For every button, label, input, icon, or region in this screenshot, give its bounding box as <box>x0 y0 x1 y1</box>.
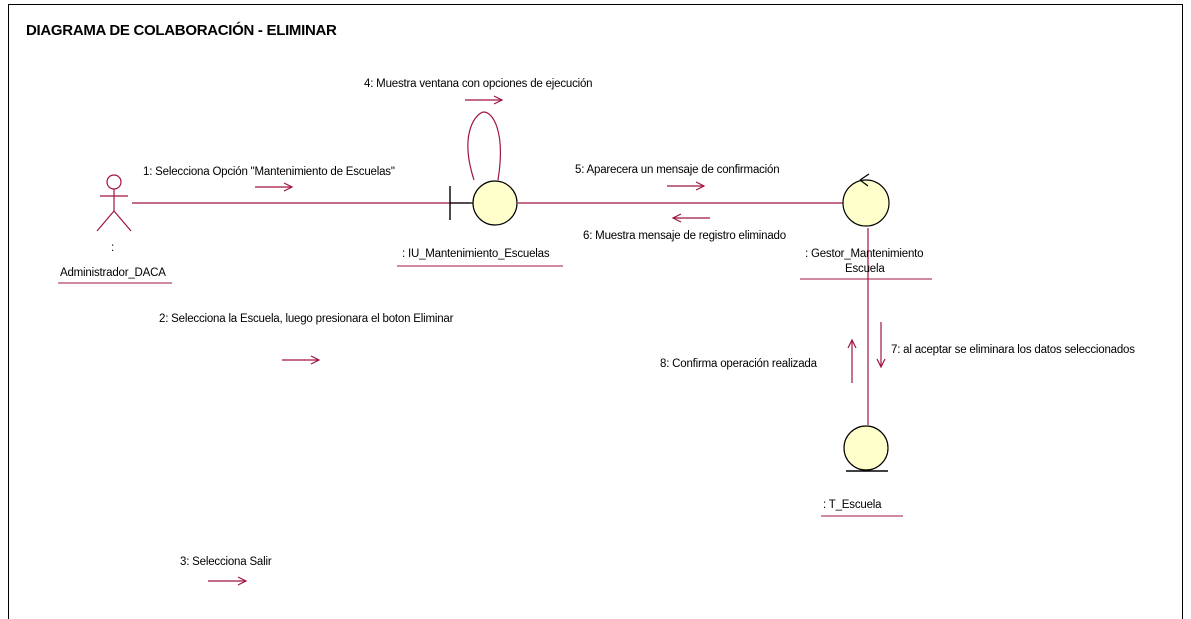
self-link-boundary[interactable] <box>467 111 501 181</box>
message-1-arrow-icon <box>255 182 294 192</box>
control-name-label-line1[interactable]: : Gestor_Mantenimiento <box>805 248 924 260</box>
entity-name-label[interactable]: : T_Escuela <box>823 499 882 511</box>
boundary-object-icon[interactable] <box>449 180 518 226</box>
message-4-arrow-icon <box>465 95 504 105</box>
message-7-arrow-icon <box>876 322 886 369</box>
message-2-arrow-icon <box>282 355 321 365</box>
message-6-label: 6: Muestra mensaje de registro eliminado <box>583 230 786 242</box>
control-object-icon[interactable] <box>842 173 890 227</box>
boundary-name-label[interactable]: : IU_Mantenimiento_Escuelas <box>402 248 550 260</box>
message-3-label: 3: Selecciona Salir <box>180 556 272 568</box>
entity-object-icon[interactable] <box>843 425 889 472</box>
diagram-title: DIAGRAMA DE COLABORACIÓN - ELIMINAR <box>26 22 337 39</box>
diagram-frame <box>8 4 1183 619</box>
message-5-arrow-icon <box>667 181 706 191</box>
message-6-arrow-icon <box>671 213 710 223</box>
actor-name-label[interactable]: Administrador_DACA <box>60 267 166 279</box>
message-8-label: 8: Confirma operación realizada <box>660 358 817 370</box>
message-8-arrow-icon <box>847 338 857 383</box>
message-1-label: 1: Selecciona Opción "Mantenimiento de E… <box>143 166 395 178</box>
message-3-arrow-icon <box>208 576 248 586</box>
control-name-label-line2[interactable]: Escuela <box>845 263 885 275</box>
message-5-label: 5: Aparecera un mensaje de confirmación <box>575 164 780 176</box>
message-2-label: 2: Selecciona la Escuela, luego presiona… <box>159 313 454 325</box>
message-7-label: 7: al aceptar se eliminara los datos sel… <box>891 344 1135 356</box>
actor-prefix-label: : <box>111 242 114 254</box>
message-4-label: 4: Muestra ventana con opciones de ejecu… <box>364 78 593 90</box>
actor-icon[interactable] <box>96 174 132 232</box>
